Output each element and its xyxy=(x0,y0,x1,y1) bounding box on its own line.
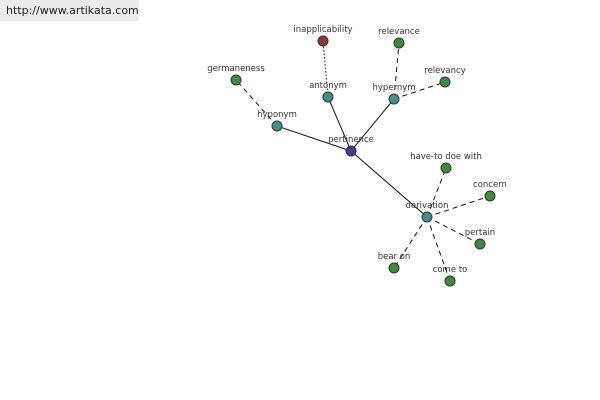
node-have-to-doe-with[interactable] xyxy=(440,162,452,174)
node-label-hypernym[interactable]: hypernym xyxy=(372,83,415,93)
edge-derivation-come-to xyxy=(426,216,451,282)
node-label-inapplicability[interactable]: inapplicability xyxy=(293,25,352,35)
edge-derivation-pertain xyxy=(426,216,481,245)
node-label-pertinence[interactable]: pertinence xyxy=(328,135,374,145)
labels-layer: pertinence antonym hypernym hyponym derivati… xyxy=(207,25,507,275)
node-pertain[interactable] xyxy=(474,238,486,250)
node-inapplicability[interactable] xyxy=(317,35,329,47)
node-label-hyponym[interactable]: hyponym xyxy=(257,110,297,120)
node-relevance[interactable] xyxy=(393,37,405,49)
node-pertinence[interactable] xyxy=(345,145,357,157)
edge-pertinence-hyponym xyxy=(276,125,352,152)
edge-pertinence-hypernym xyxy=(350,98,395,152)
edge-pertinence-derivation xyxy=(350,150,428,218)
node-label-antonym[interactable]: antonym xyxy=(309,81,347,91)
edge-antonym-inapplicability xyxy=(322,40,329,98)
node-label-germaneness[interactable]: germaneness xyxy=(207,64,265,74)
node-bear-on[interactable] xyxy=(388,262,400,274)
edge-hypernym-relevance xyxy=(393,42,400,100)
node-relevancy[interactable] xyxy=(439,76,451,88)
edge-derivation-concern xyxy=(426,195,491,218)
node-label-concern[interactable]: concern xyxy=(473,180,507,190)
site-url-link[interactable]: http://www.artikata.com xyxy=(0,0,139,21)
node-label-relevancy[interactable]: relevancy xyxy=(424,66,465,76)
node-hypernym[interactable] xyxy=(388,93,400,105)
nodes-layer xyxy=(230,35,496,287)
node-hyponym[interactable] xyxy=(271,120,283,132)
node-germaneness[interactable] xyxy=(230,74,242,86)
edges-layer xyxy=(235,40,491,282)
node-come-to[interactable] xyxy=(444,275,456,287)
node-derivation[interactable] xyxy=(421,211,433,223)
node-label-relevance[interactable]: relevance xyxy=(378,27,420,37)
node-antonym[interactable] xyxy=(322,91,334,103)
node-label-bear-on[interactable]: bear on xyxy=(378,252,411,262)
edge-pertinence-antonym xyxy=(327,96,352,152)
edge-hyponym-germaneness xyxy=(235,79,278,127)
edge-derivation-bear-on xyxy=(393,216,428,269)
node-concern[interactable] xyxy=(484,190,496,202)
node-label-come-to[interactable]: come to xyxy=(433,265,468,275)
node-label-have-to-doe-with[interactable]: have-to doe with xyxy=(410,152,482,162)
node-label-derivation[interactable]: derivation xyxy=(405,201,448,211)
node-label-pertain[interactable]: pertain xyxy=(465,228,495,238)
